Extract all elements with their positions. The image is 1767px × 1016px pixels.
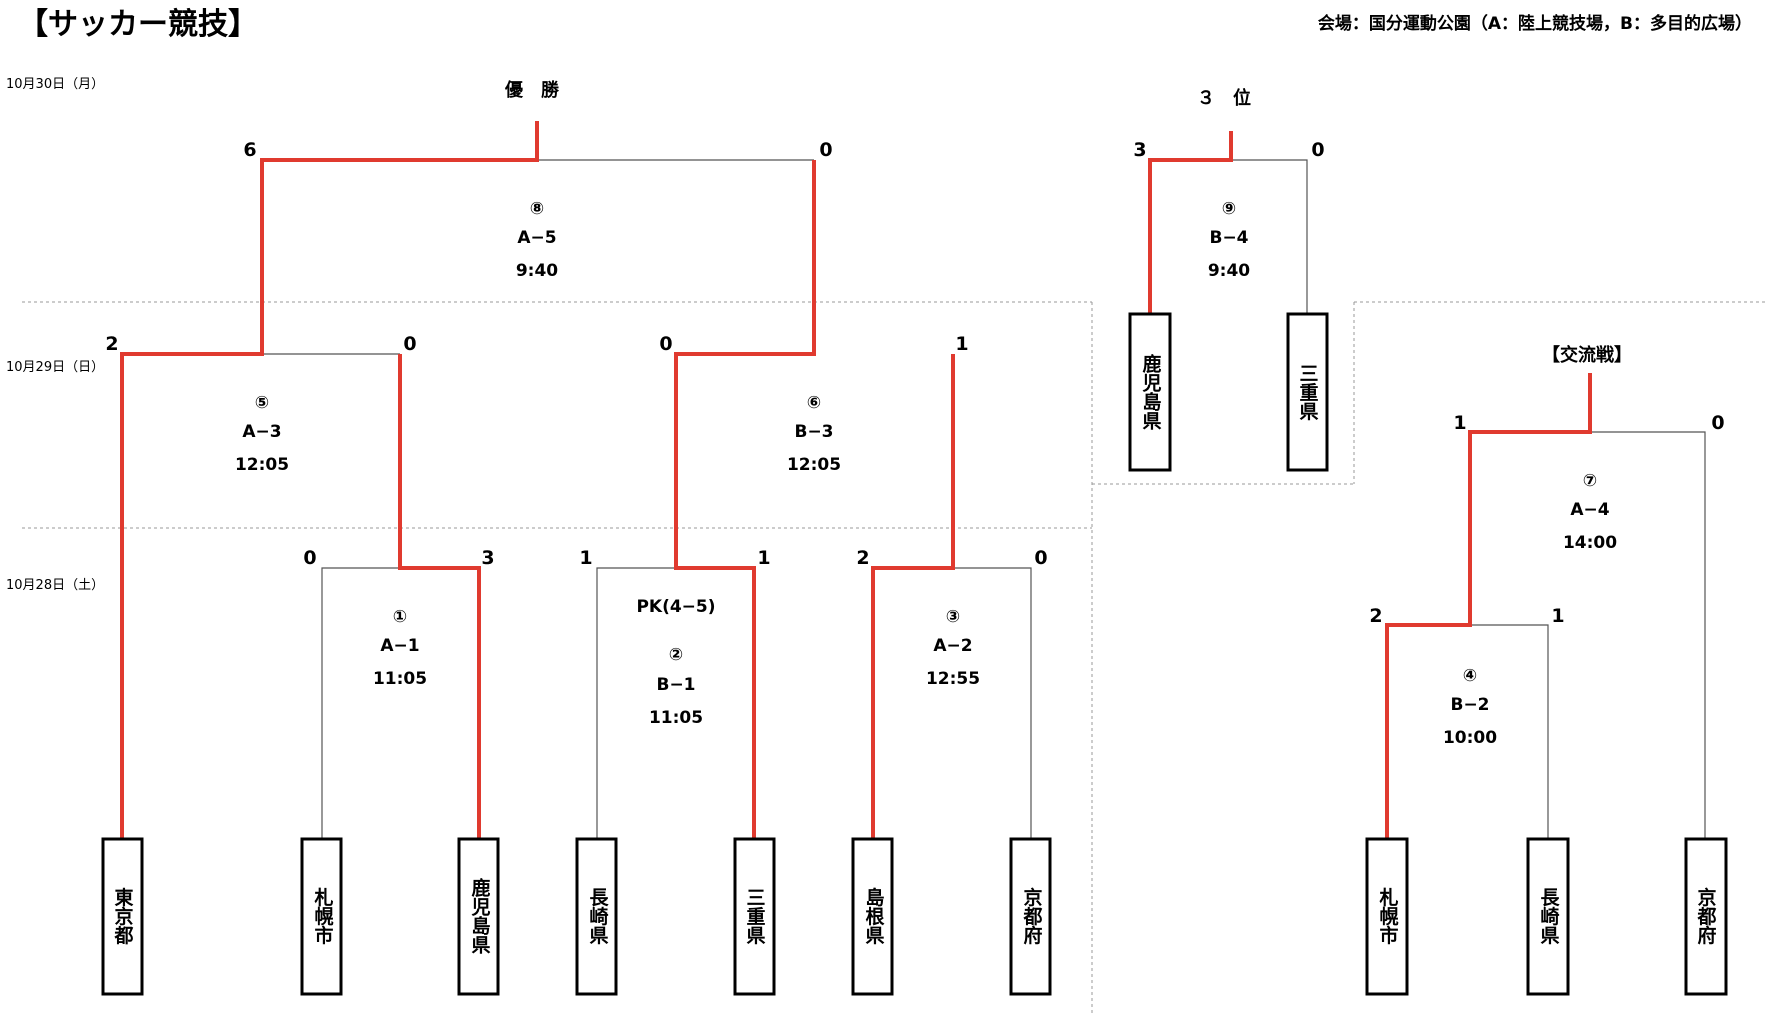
team-name: 京都府 [1021, 886, 1044, 945]
match-time: 11:05 [649, 708, 703, 728]
match-number: ③ [946, 607, 960, 627]
team-box-sapporo: 札幌市 [300, 837, 343, 996]
match-info-m3: ③ A−2 12:55 [926, 607, 980, 689]
date-label-day3: 10月30日（月） [6, 77, 104, 92]
score-m7-left: 1 [1453, 412, 1466, 434]
match-number: ⑤ [255, 393, 269, 413]
match-time: 12:05 [787, 455, 841, 475]
match-info-m5: ⑤ A−3 12:05 [235, 393, 289, 475]
match-time: 12:55 [926, 669, 980, 689]
match-number: ② [669, 645, 683, 665]
match-time: 14:00 [1563, 533, 1617, 553]
match-pk-note: PK(4−5) [636, 597, 715, 617]
team-name: 長崎県 [587, 887, 609, 945]
champion-label: 優 勝 [504, 79, 560, 101]
match-info-m8: ⑧ A−5 9:40 [516, 199, 558, 281]
team-name: 東京都 [112, 886, 135, 944]
team-name: 三重県 [744, 888, 766, 946]
match-info-m1: ① A−1 11:05 [373, 607, 427, 689]
match-number: ⑨ [1222, 199, 1236, 219]
score-m8-right: 0 [819, 139, 832, 161]
team-box-third-kagoshima: 鹿児島県 [1128, 312, 1172, 472]
loser-lines [262, 159, 1706, 838]
team-box-nagasaki: 長崎県 [575, 837, 618, 996]
team-name: 長崎県 [1538, 887, 1560, 945]
match-info-m4: ④ B−2 10:00 [1443, 666, 1497, 748]
team-box-shimane: 島根県 [851, 837, 894, 996]
team-name: 三重県 [1297, 364, 1319, 422]
score-labels: 6 0 3 0 2 0 0 1 1 0 0 3 1 1 2 0 2 1 [105, 139, 1724, 627]
match-court: A−1 [380, 636, 419, 656]
score-m6-left: 0 [659, 333, 672, 355]
venue-info: 会場：国分運動公園（A：陸上競技場，B：多目的広場） [1318, 13, 1752, 34]
score-m4-left: 2 [1369, 605, 1382, 627]
match-court: B−1 [656, 675, 695, 695]
third-place-label: ３ 位 [1197, 87, 1251, 109]
match-court: B−3 [794, 422, 833, 442]
team-box-exchange-kyoto: 京都府 [1684, 837, 1728, 996]
team-box-tokyo: 東京都 [101, 837, 144, 996]
team-box-mie: 三重県 [733, 837, 776, 996]
exchange-match-label: 【交流戦】 [1542, 344, 1632, 366]
match-number: ⑦ [1583, 471, 1597, 491]
date-label-day1: 10月28日（土） [6, 578, 104, 593]
match-time: 12:05 [235, 455, 289, 475]
match-court: A−2 [933, 636, 972, 656]
team-box-exchange-sapporo: 札幌市 [1365, 837, 1409, 996]
match-time: 9:40 [516, 261, 558, 281]
match-number: ① [393, 607, 407, 627]
score-m5-right: 0 [403, 333, 416, 355]
match-court: A−5 [517, 228, 556, 248]
match-court: A−4 [1570, 500, 1609, 520]
match-info-m9: ⑨ B−4 9:40 [1208, 199, 1250, 281]
match-number: ④ [1463, 666, 1477, 686]
match-time: 11:05 [373, 669, 427, 689]
match-number: ⑥ [807, 393, 821, 413]
team-box-kagoshima: 鹿児島県 [457, 837, 500, 996]
team-box-kyoto: 京都府 [1009, 837, 1052, 996]
match-time: 10:00 [1443, 728, 1497, 748]
match-court: B−2 [1450, 695, 1489, 715]
score-m2-left: 1 [579, 547, 592, 569]
score-m3-right: 0 [1034, 547, 1047, 569]
match-court: A−3 [242, 422, 281, 442]
score-m4-right: 1 [1551, 605, 1564, 627]
score-m3-left: 2 [856, 547, 869, 569]
team-name: 鹿児島県 [1140, 353, 1163, 431]
team-box-exchange-nagasaki: 長崎県 [1526, 837, 1570, 996]
match-info-m6: ⑥ B−3 12:05 [787, 393, 841, 475]
team-name: 島根県 [863, 886, 885, 945]
score-m1-left: 0 [303, 547, 316, 569]
team-name: 札幌市 [1377, 886, 1400, 945]
match-info-m7: ⑦ A−4 14:00 [1563, 471, 1617, 553]
match-number: ⑧ [530, 199, 544, 219]
score-m7-right: 0 [1711, 412, 1724, 434]
round-separators [22, 301, 1767, 1016]
score-m5-left: 2 [105, 333, 118, 355]
match-info-m2: PK(4−5) ② B−1 11:05 [636, 597, 715, 728]
match-time: 9:40 [1208, 261, 1250, 281]
team-name: 京都府 [1695, 886, 1718, 945]
score-m1-right: 3 [481, 547, 494, 569]
score-m9-right: 0 [1311, 139, 1324, 161]
score-m9-left: 3 [1133, 139, 1146, 161]
match-court: B−4 [1209, 228, 1248, 248]
team-name: 鹿児島県 [469, 877, 492, 955]
score-m8-left: 6 [243, 139, 256, 161]
date-label-day2: 10月29日（日） [6, 360, 104, 375]
score-m2-right: 1 [757, 547, 770, 569]
score-m6-right: 1 [955, 333, 968, 355]
winner-lines [120, 121, 1592, 838]
team-name: 札幌市 [312, 886, 335, 945]
team-box-third-mie: 三重県 [1286, 312, 1329, 472]
page-title: 【サッカー競技】 [18, 7, 258, 42]
